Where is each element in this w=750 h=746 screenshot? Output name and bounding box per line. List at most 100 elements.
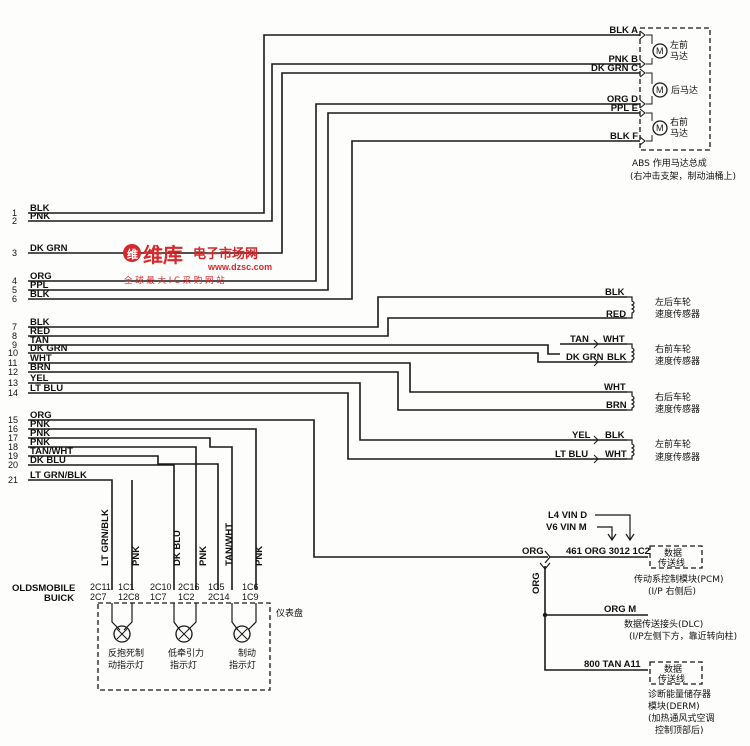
sensor-wire-color: RED: [606, 309, 626, 320]
pin-wire-color: DK GRN: [30, 343, 68, 354]
pin-wire-color: PNK: [30, 437, 50, 448]
pin-number: 13: [8, 378, 18, 388]
pin-wire-color: DK BLU: [30, 455, 66, 466]
sensor-wire-color: WHT: [603, 334, 625, 345]
sensor-name: 左前车轮: [655, 438, 691, 450]
org-label: ORG: [522, 546, 544, 557]
cluster-pin-top: 2C10: [150, 582, 172, 592]
l4-vin-label: L4 VIN D: [548, 510, 587, 521]
pin-number: 4: [12, 276, 17, 286]
svg-text:低牵引力: 低牵引力: [168, 647, 204, 659]
cluster-wire-color: PNK: [131, 546, 142, 566]
pin-wire-color: PNK: [30, 428, 50, 439]
pin-wire-color: LT GRN/BLK: [30, 470, 87, 481]
motor-terminal-label: DK GRN C: [591, 63, 638, 74]
pin-number: 2: [12, 216, 17, 226]
derm-name-1: 诊断能量储存器: [648, 688, 711, 700]
svg-text:传送线: 传送线: [658, 557, 685, 569]
derm-wire-label: 800 TAN A11: [584, 659, 641, 670]
pin-number: 8: [12, 331, 17, 341]
left-rear-sensor: BLK RED 左后车轮 速度传感器: [605, 287, 700, 320]
rear-motor-icon: [652, 82, 668, 98]
cluster-wires: [28, 419, 540, 590]
watermark: 维 维库 电子市场网 www.dzsc.com 全 球 最 大 I C 采 购 …: [123, 243, 272, 286]
derm-name-4: 控制顶部后): [655, 724, 704, 736]
cluster-wire-color: PNK: [254, 546, 265, 566]
left-front-motor-icon: [652, 43, 668, 59]
pin-number: 6: [12, 294, 17, 304]
wheel-sensors: BLK RED 左后车轮 速度传感器 TAN WHT DK GRN BLK 右前…: [555, 287, 700, 464]
svg-text:指示灯: 指示灯: [170, 659, 197, 671]
cluster-pin-top: 1C5: [208, 582, 225, 592]
pin-number: 16: [8, 424, 18, 434]
pin-wire-color: ORG: [30, 271, 52, 282]
terminal-arrow-icon: [639, 108, 646, 118]
cluster-pin-top: 2C16: [178, 582, 200, 592]
pin-number: 11: [8, 358, 17, 368]
sensor-type: 速度传感器: [655, 355, 700, 367]
pin-wire-color: ORG: [30, 410, 52, 421]
pin-wire-color: RED: [30, 326, 50, 337]
pin-wire-color: PNK: [30, 419, 50, 430]
watermark-title: 电子市场网: [193, 246, 258, 262]
pin-wire-color: BLK: [30, 317, 50, 328]
motor-terminal-label: BLK F: [610, 131, 638, 142]
pin-wire-color: WHT: [30, 353, 52, 364]
right-rear-sensor: WHT BRN 右后车轮 速度传感器: [604, 382, 700, 415]
derm-name-2: 模块(DERM): [648, 700, 700, 712]
cluster-wire-color: TAN/WHT: [224, 523, 235, 566]
cluster-pin-top: 1C1: [118, 582, 135, 592]
brake-warning-lamp: 制动 指示灯: [229, 603, 257, 671]
motor-terminal-label: BLK A: [609, 25, 638, 36]
svg-text:制动: 制动: [238, 647, 256, 659]
terminal-arrow-icon: [639, 30, 646, 40]
motor-terminal-label: PPL E: [611, 103, 638, 114]
sensor-name: 右后车轮: [655, 391, 691, 403]
terminal-arrow-icon: [639, 136, 646, 146]
watermark-logo-icon: [123, 244, 141, 262]
pin-number: 18: [8, 442, 18, 452]
pin-wire-color: BLK: [30, 203, 50, 214]
sensor-wire-color: TAN: [570, 334, 589, 345]
cluster-pin-bottom: 2C7: [90, 592, 107, 602]
abs-warning-lamp: 反抱死制 动指示灯: [108, 603, 144, 671]
watermark-url: www.dzsc.com: [207, 262, 272, 272]
pin-wire-color: BLK: [30, 289, 50, 300]
right-front-motor-icon: [652, 120, 668, 136]
watermark-slogan: 全 球 最 大 I C 采 购 网 站: [124, 275, 225, 286]
pin-wire-color: PNK: [30, 211, 50, 222]
cluster-wire-color: DK BLU: [172, 530, 183, 566]
pin-wire-color: LT BLU: [30, 383, 63, 394]
dlc-name: 数据传送接头(DLC): [624, 618, 703, 630]
motor-terminal-label: ORG D: [607, 94, 638, 105]
terminal-arrow-icon: [639, 59, 646, 69]
instrument-cluster: LT GRN/BLK PNK DK BLU PNK TAN/WHT PNK 2C…: [12, 509, 303, 691]
right-front-motor-label: 右前马达: [670, 116, 688, 139]
derm-name-3: (加热通风式空调: [648, 712, 715, 724]
pcm-data-box: [649, 545, 703, 569]
pin-number: 12: [8, 367, 18, 377]
sensor-type: 速度传感器: [655, 308, 700, 320]
svg-text:反抱死制: 反抱死制: [108, 647, 144, 659]
pcm-wire-label: 461 ORG 3012 1C2: [566, 546, 650, 557]
pcm-location: (I/P 右侧后): [648, 585, 696, 597]
cluster-pin-bottom: 2C14: [208, 592, 230, 602]
sensor-wires: [28, 296, 627, 460]
pin-wire-color: PPL: [30, 280, 49, 291]
derm-data-box: [649, 661, 703, 685]
pcm-name: 传动系控制模块(PCM): [634, 573, 724, 585]
pin-number: 7: [12, 322, 17, 332]
pin-number: 19: [8, 451, 18, 461]
motor-symbol: M: [656, 85, 664, 95]
pin-number: 5: [12, 285, 17, 295]
low-traction-lamp: 低牵引力 指示灯: [168, 603, 204, 671]
cluster-pin-top: 2C11: [90, 582, 111, 592]
pin-number: 3: [12, 248, 17, 258]
org-vertical-label: ORG: [531, 572, 542, 594]
cluster-wire-color: LT GRN/BLK: [100, 509, 111, 566]
cluster-pin-bottom: 1C7: [150, 592, 167, 602]
